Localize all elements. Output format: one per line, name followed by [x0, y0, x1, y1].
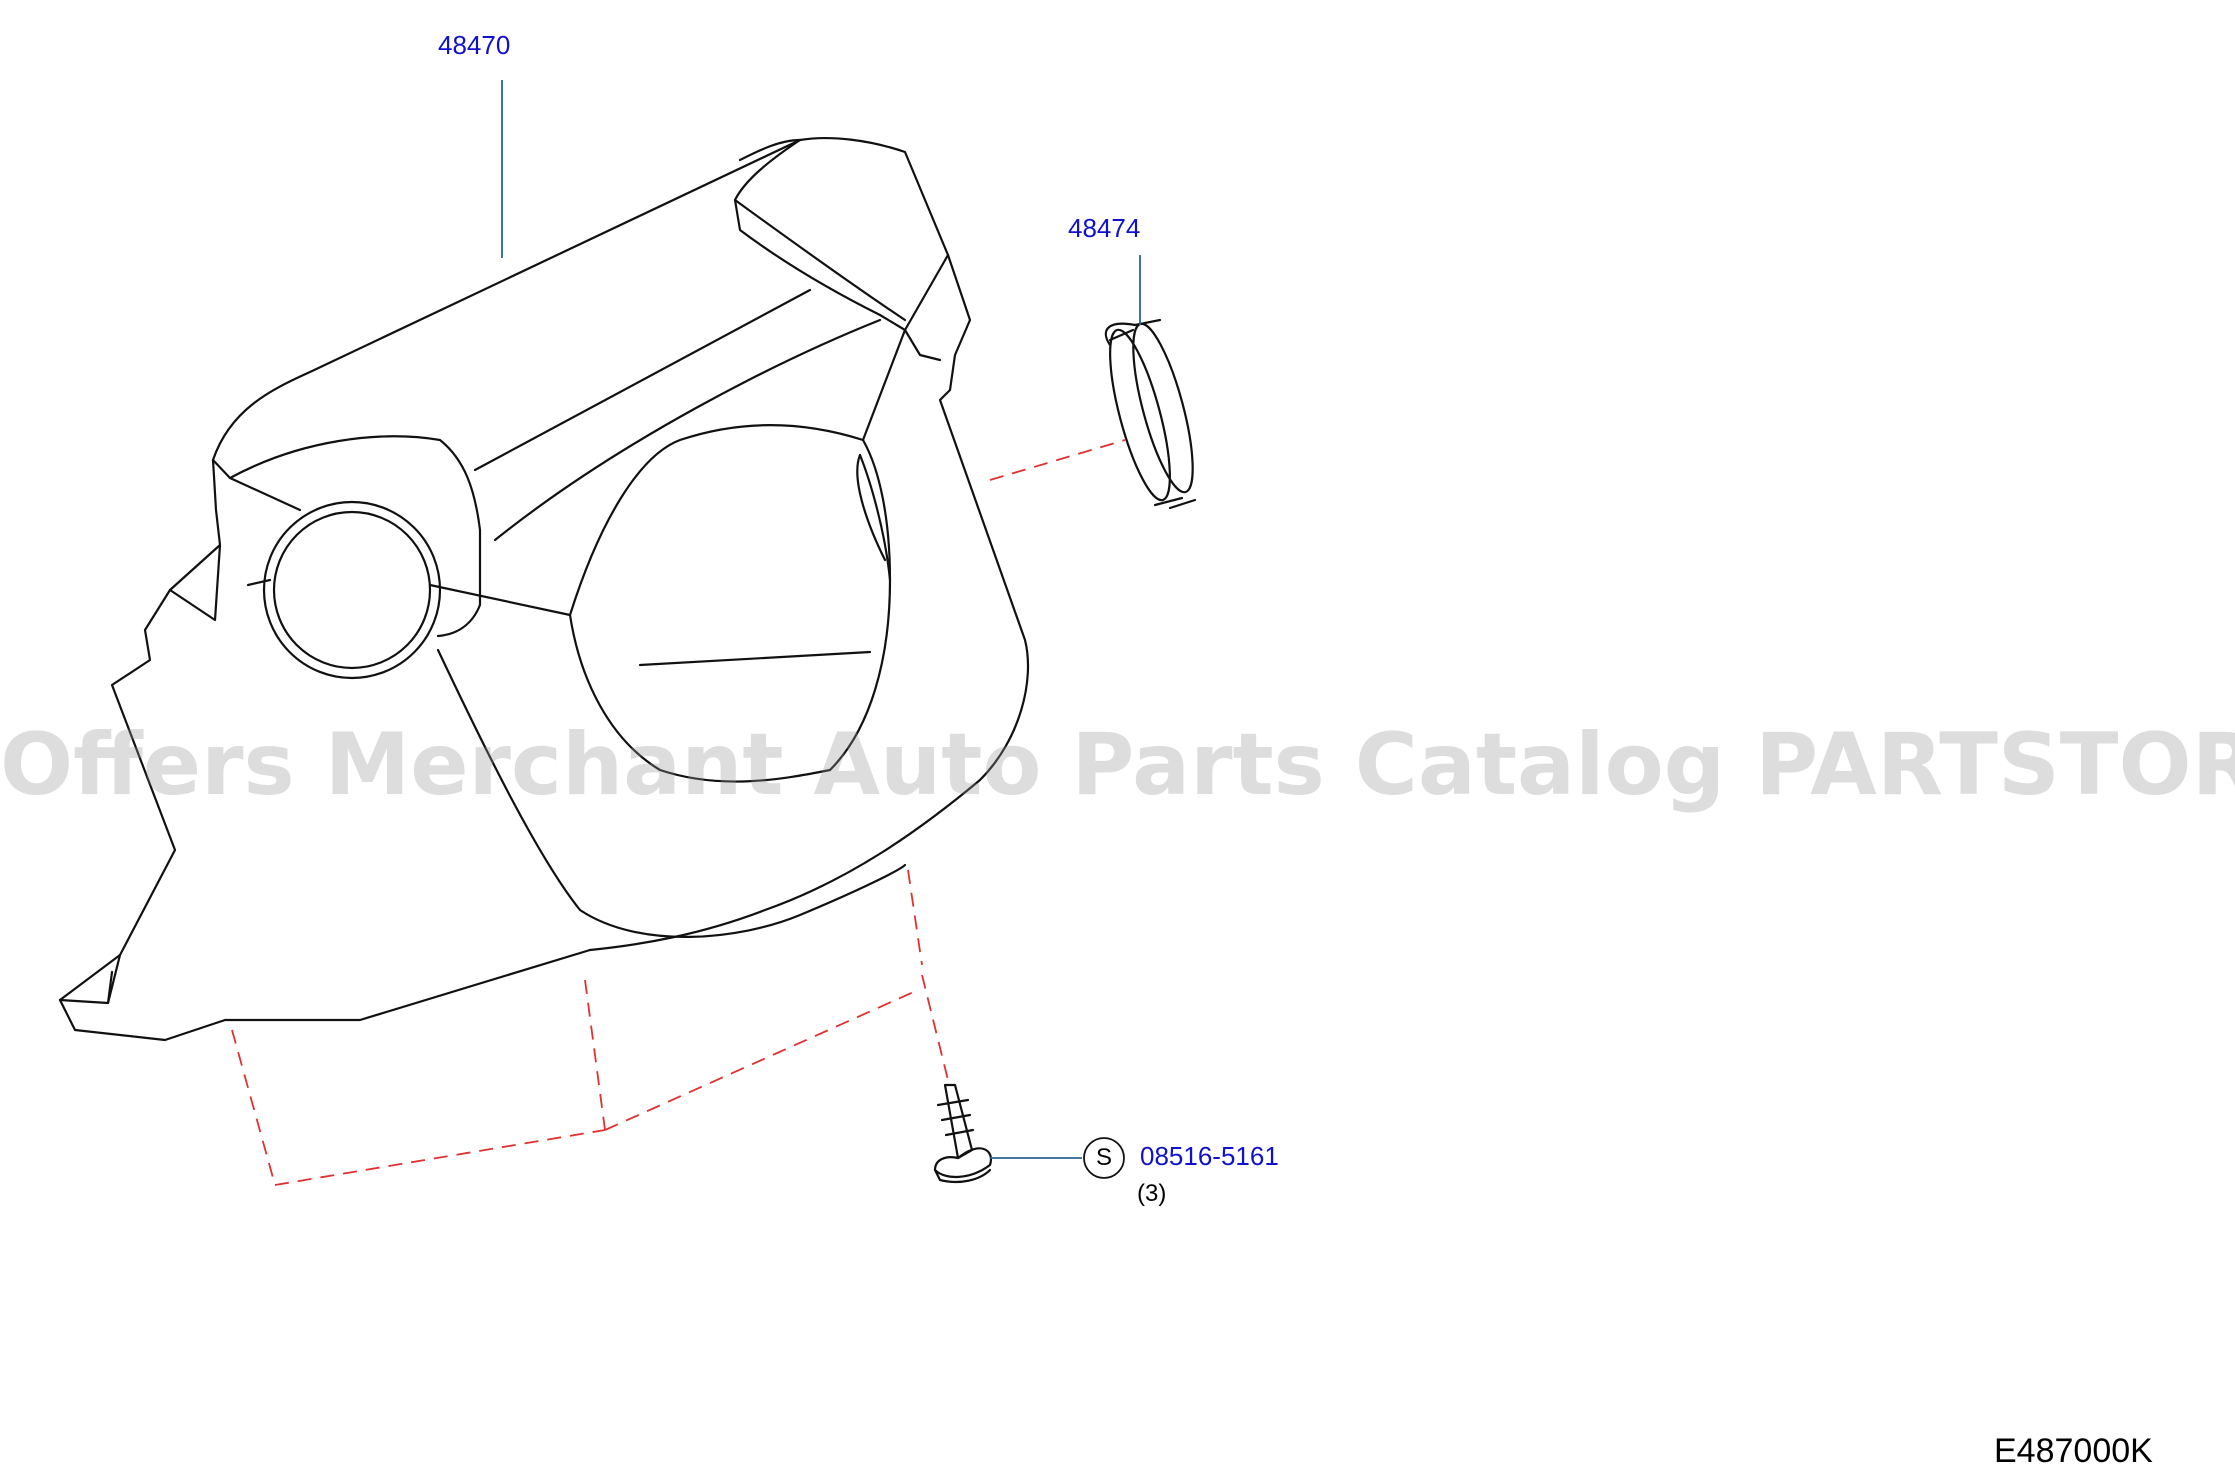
dashed-grommet-line [989, 439, 1126, 481]
part-number-48474[interactable]: 48474 [1068, 213, 1141, 243]
dashed-screw-drop [921, 974, 949, 1081]
dashed-mount-a [231, 1029, 276, 1186]
s-symbol-circle [1083, 1137, 1125, 1179]
screw-part [933, 1083, 993, 1184]
insulator-grommet [1104, 318, 1197, 510]
watermark: Offers Merchant Auto Parts Catalog PARTS… [0, 715, 2235, 815]
dashed-mount-b [274, 1129, 606, 1186]
dashed-mount-c [584, 979, 606, 1131]
steering-column-cover-outline [58, 136, 1030, 1042]
s-symbol: S [1096, 1144, 1113, 1171]
dashed-mount-d [604, 989, 919, 1131]
dashed-screw-line [907, 869, 923, 966]
screw-quantity: (3) [1137, 1180, 1167, 1207]
part-number-48470[interactable]: 48470 [438, 30, 511, 60]
part-number-08516-5161[interactable]: 08516-5161 [1140, 1141, 1279, 1171]
diagram-code: E487000K [1994, 1432, 2153, 1470]
